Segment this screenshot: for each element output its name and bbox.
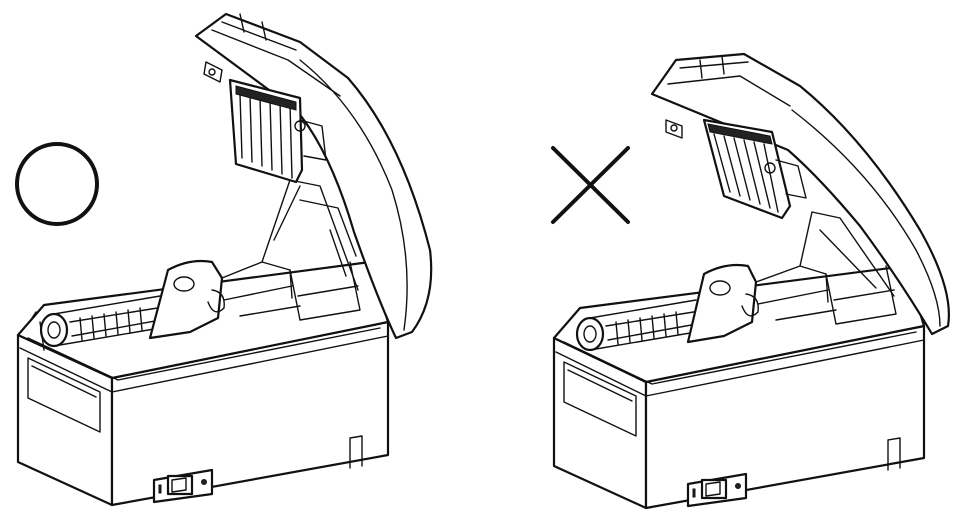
- printer-open-fully: [16, 12, 433, 507]
- panel-correct: [15, 12, 433, 507]
- printer-cover: [194, 12, 433, 340]
- paper-guide-right: [686, 263, 758, 344]
- roll-holder-right: [575, 299, 709, 352]
- printer-open-partially: [552, 52, 950, 510]
- side-slot: [349, 435, 363, 469]
- printer-cover-right: [650, 52, 950, 336]
- cross-mark-icon: [551, 146, 630, 224]
- roll-holder: [31, 295, 173, 351]
- panel-incorrect: [551, 52, 950, 510]
- power-switch: [152, 468, 214, 504]
- circle-mark-icon: [15, 142, 99, 226]
- paper-guide: [148, 259, 224, 340]
- side-slot-right: [887, 437, 901, 471]
- power-switch-right: [686, 472, 748, 508]
